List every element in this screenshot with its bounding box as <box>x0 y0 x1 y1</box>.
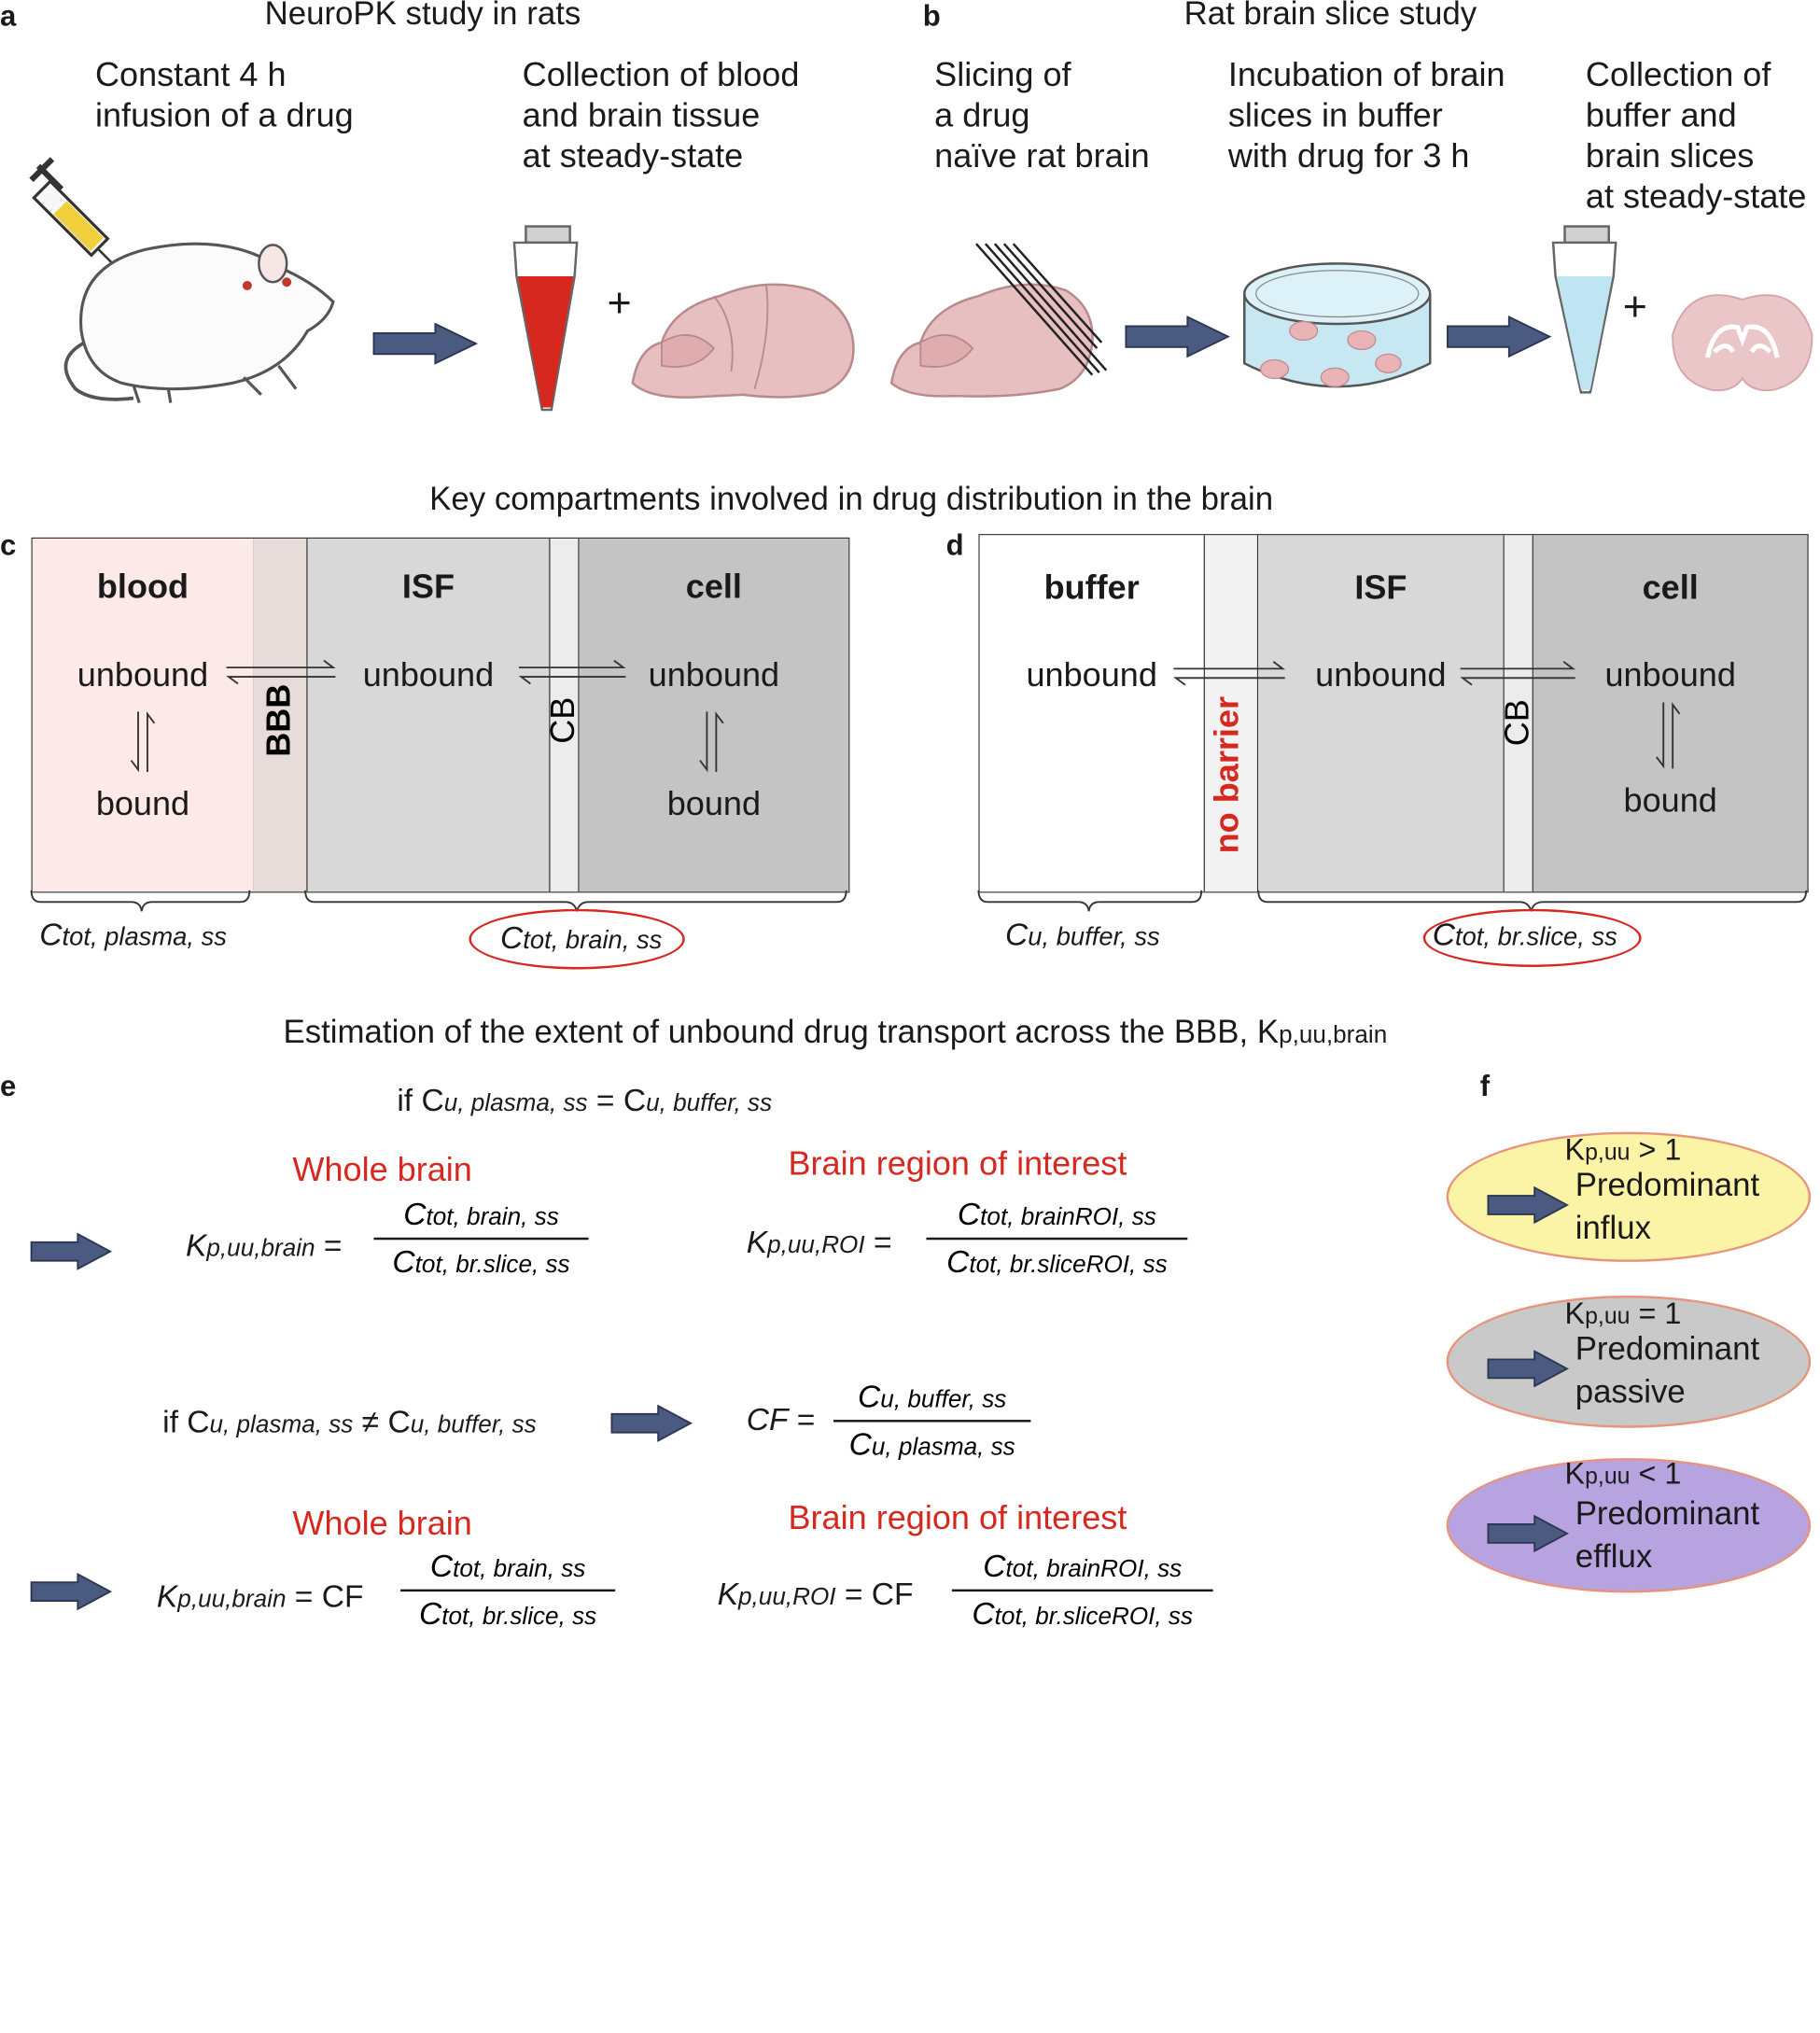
arrow-efflux-icon <box>1487 1515 1569 1552</box>
isf-unbound-c: unbound <box>362 656 495 694</box>
cell-bound-d: bound <box>1623 782 1717 820</box>
kpuu-roi-fraction-2: Ctot, brainROI, ss Ctot, br.sliceROI, ss <box>951 1549 1213 1633</box>
c-tot-brslice-ss-label: Ctot, br.slice, ss <box>1432 917 1617 952</box>
c-tot-brain-ss-label: Ctot, brain, ss <box>500 920 663 956</box>
arrow-e2-icon <box>610 1404 693 1442</box>
kpuu-brain-lhs-2: Kp,uu,brain = CF <box>156 1578 364 1614</box>
isf-compartment-d: ISF unbound <box>1258 535 1505 892</box>
buffer-tube-illustration <box>1551 225 1617 394</box>
condition-not-equal: if Cu, plasma, ss ≠ Cu, buffer, ss <box>162 1404 537 1440</box>
isf-title-c: ISF <box>401 568 455 607</box>
panel-b-letter: b <box>922 0 941 33</box>
plus-b: + <box>1622 282 1647 330</box>
equilibrium-arrows-c <box>130 659 724 773</box>
panel-c-letter: c <box>0 529 17 562</box>
cf-lhs: CF = <box>746 1402 816 1437</box>
sliced-brain-illustration <box>889 243 1108 398</box>
kpuu-brain-fraction-1: Ctot, brain, ss Ctot, br.slice, ss <box>373 1197 589 1281</box>
blood-compartment: blood unbound bound <box>32 539 255 892</box>
brain-illustration-a <box>631 283 855 399</box>
c-u-buffer-ss-label: Cu, buffer, ss <box>1005 917 1160 952</box>
cell-title-c: cell <box>685 568 742 607</box>
roi-label-2: Brain region of interest <box>788 1499 1127 1537</box>
estimation-title: Estimation of the extent of unbound drug… <box>283 1013 1388 1050</box>
panel-d-letter: d <box>945 529 964 562</box>
kpuu-roi-lhs-1: Kp,uu,ROI = <box>746 1225 892 1260</box>
panel-b-step1: Slicing of a drug naïve rat brain <box>934 56 1150 175</box>
cell-unbound-c: unbound <box>648 656 780 694</box>
panel-d-diagram: buffer unbound no barrier ISF unbound CB… <box>978 534 1809 893</box>
panel-b-step3: Collection of buffer and brain slices at… <box>1585 56 1807 217</box>
whole-brain-label-1: Whole brain <box>292 1151 472 1189</box>
panel-b-step2: Incubation of brain slices in buffer wit… <box>1227 56 1505 175</box>
arrow-b1-icon <box>1125 315 1230 358</box>
efflux-head: Kp,uu < 1 <box>1564 1455 1682 1491</box>
arrow-e3-icon <box>30 1573 113 1611</box>
arrow-a1-icon <box>372 322 479 365</box>
arrow-passive-icon <box>1487 1350 1569 1388</box>
cell-title-d: cell <box>1642 569 1699 608</box>
whole-brain-label-2: Whole brain <box>292 1506 472 1543</box>
rat-infusion-illustration <box>29 157 335 404</box>
blood-bound: bound <box>95 785 190 823</box>
isf-unbound-d: unbound <box>1315 656 1447 694</box>
compartments-title: Key compartments involved in drug distri… <box>429 480 1274 517</box>
cell-unbound-d: unbound <box>1604 656 1736 694</box>
isf-compartment-c: ISF unbound <box>307 539 551 892</box>
highlight-oval-c <box>469 908 685 970</box>
roi-label-1: Brain region of interest <box>788 1145 1127 1184</box>
panel-a-step2: Collection of blood and brain tissue at … <box>522 56 800 175</box>
passive-head: Kp,uu = 1 <box>1564 1295 1682 1331</box>
buffer-title: buffer <box>1043 569 1140 608</box>
equilibrium-arrows-d <box>1173 661 1681 769</box>
coronal-slice-illustration <box>1672 294 1813 392</box>
highlight-oval-d <box>1422 908 1642 968</box>
blood-tube-illustration <box>512 225 579 412</box>
panel-c-diagram: blood unbound bound BBB ISF unbound CB c… <box>31 537 850 893</box>
cell-compartment-c: cell unbound bound <box>579 539 849 892</box>
blood-unbound: unbound <box>77 656 209 694</box>
kpuu-brain-lhs-1: Kp,uu,brain = <box>185 1227 343 1264</box>
arrow-e1-icon <box>30 1232 113 1270</box>
passive-text: Predominant passive <box>1575 1330 1760 1409</box>
efflux-text: Predominant efflux <box>1575 1494 1760 1575</box>
isf-title-d: ISF <box>1354 569 1407 608</box>
arrow-b2-icon <box>1446 315 1552 358</box>
kpuu-roi-lhs-2: Kp,uu,ROI = CF <box>717 1576 914 1612</box>
no-barrier-zone: no barrier <box>1204 535 1259 892</box>
panel-f-letter: f <box>1479 1070 1491 1103</box>
panel-e-letter: e <box>0 1070 17 1103</box>
cell-compartment-d: cell unbound bound <box>1533 535 1808 892</box>
influx-text: Predominant influx <box>1575 1166 1760 1246</box>
cell-bound-c: bound <box>666 785 762 823</box>
buffer-compartment: buffer unbound <box>979 535 1205 892</box>
kpuu-roi-fraction-1: Ctot, brainROI, ss Ctot, br.sliceROI, ss <box>926 1197 1188 1281</box>
condition-equal: if Cu, plasma, ss = Cu, buffer, ss <box>397 1083 773 1118</box>
panel-a-title: NeuroPK study in rats <box>264 0 581 32</box>
bbb-barrier: BBB <box>253 539 308 892</box>
cb-barrier-c: CB <box>545 539 582 892</box>
influx-head: Kp,uu > 1 <box>1564 1131 1682 1167</box>
petri-dish-illustration <box>1243 262 1432 388</box>
rat-icon <box>63 242 335 404</box>
kpuu-brain-fraction-2: Ctot, brain, ss Ctot, br.slice, ss <box>400 1549 616 1633</box>
plus-a: + <box>607 278 632 327</box>
panel-a-letter: a <box>0 0 17 33</box>
arrow-influx-icon <box>1487 1186 1569 1224</box>
cf-fraction: Cu, buffer, ss Cu, plasma, ss <box>833 1380 1031 1464</box>
blood-title: blood <box>96 568 189 607</box>
panel-b-title: Rat brain slice study <box>1183 0 1477 32</box>
panel-a-step1: Constant 4 h infusion of a drug <box>94 56 354 135</box>
cb-barrier-d: CB <box>1499 535 1536 892</box>
c-tot-plasma-ss-label: Ctot, plasma, ss <box>39 917 227 952</box>
buffer-unbound: unbound <box>1026 656 1157 694</box>
syringe-icon <box>29 157 134 286</box>
